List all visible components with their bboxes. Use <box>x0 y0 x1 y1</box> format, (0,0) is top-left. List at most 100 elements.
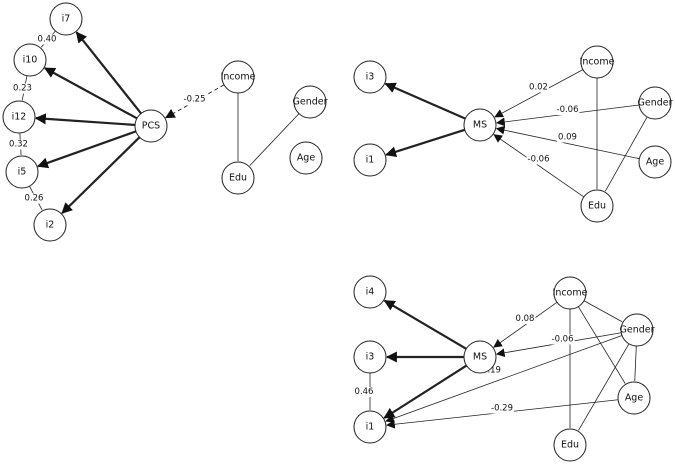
node-label: i5 <box>18 167 27 178</box>
edge-label-bg <box>353 387 375 397</box>
edge-pcs-pcs-to-i10 <box>43 67 138 120</box>
node-circle <box>580 45 614 79</box>
node-label: Edu <box>561 440 579 451</box>
node-circle <box>617 381 651 415</box>
node-ms-bottom-gender: Gender <box>619 313 655 347</box>
node-label: i12 <box>12 112 27 123</box>
edge-ms-top-gender-to-edu <box>604 116 648 192</box>
edge-label-pcs-i5-i2: 0.26 <box>25 194 44 204</box>
node-ms-top-edu: Edu <box>580 189 614 223</box>
node-ms-top-i3: i3 <box>353 60 387 94</box>
node-ms-bottom-i4: i4 <box>353 275 387 309</box>
node-pcs-age: Age <box>289 141 323 175</box>
node-pcs-i7: i7 <box>49 2 83 36</box>
node-circle <box>353 410 387 444</box>
node-ms-bottom-i1: i1 <box>353 410 387 444</box>
node-ms-top-i1: i1 <box>353 143 387 177</box>
node-pcs-income: Income <box>221 60 256 94</box>
edge-label-bg <box>528 82 549 93</box>
node-circle <box>221 60 255 94</box>
edge-pcs-pcs-to-i12 <box>34 113 136 127</box>
edge-label-ms-bottom-age-i1: -0.29 <box>491 404 513 414</box>
edge-label-pcs-i12-i5: 0.32 <box>9 140 28 150</box>
node-circle <box>33 208 67 242</box>
node-label: i1 <box>366 155 375 166</box>
edge-label-bg <box>36 34 58 45</box>
node-circle <box>580 189 614 223</box>
node-circle <box>463 108 497 142</box>
edge-ms-bottom-income-to-ms <box>493 301 558 348</box>
edge-label-bg <box>490 403 514 414</box>
node-pcs-i12: i12 <box>2 100 36 134</box>
node-circle <box>553 428 587 462</box>
edge-label-pcs-income-pcs: -0.25 <box>184 95 206 105</box>
node-label: PCS <box>142 121 160 132</box>
node-circle <box>638 145 672 179</box>
edge-label-bg <box>182 94 207 105</box>
node-label: Age <box>297 153 316 164</box>
node-circle <box>221 161 255 195</box>
node-ms-bottom-i3: i3 <box>353 340 387 374</box>
node-label: Edu <box>229 173 247 184</box>
edge-ms-top-edu-to-ms <box>493 134 585 198</box>
node-circle <box>49 2 83 36</box>
node-circle <box>463 340 497 374</box>
node-label: Gender <box>637 98 672 109</box>
node-ms-top-age: Age <box>638 145 672 179</box>
node-circle <box>620 313 654 347</box>
edge-label-bg <box>12 83 33 94</box>
edge-ms-bottom-income-to-age <box>577 306 626 384</box>
edge-label-bg <box>8 139 29 150</box>
node-ms-bottom-ms: MS <box>463 340 497 374</box>
node-ms-top-income: Income <box>580 45 615 79</box>
node-circle <box>293 85 327 119</box>
node-label: Gender <box>292 97 327 108</box>
node-pcs-edu: Edu <box>221 161 255 195</box>
node-circle <box>289 141 323 175</box>
edge-label-ms-bottom-gender-i1: 0.19 <box>482 366 501 376</box>
node-circle <box>353 60 387 94</box>
node-label: i3 <box>366 72 375 83</box>
edge-label-ms-bottom-gender-ms: -0.06 <box>552 335 574 345</box>
edge-label-ms-bottom-income-ms: 0.08 <box>516 314 535 324</box>
edge-label-bg <box>23 193 45 204</box>
edge-pcs-pcs-to-i2 <box>61 136 141 214</box>
node-label: MS <box>473 352 487 363</box>
node-label: Income <box>553 288 588 299</box>
edge-label-bg <box>550 334 575 345</box>
node-label: i1 <box>366 422 375 433</box>
edge-label-bg <box>557 132 578 143</box>
node-label: Income <box>221 72 256 83</box>
node-pcs-i10: i10 <box>13 43 47 77</box>
edge-ms-bottom-ms-to-i4 <box>383 299 467 350</box>
node-circle <box>553 276 587 310</box>
node-ms-top-gender: Gender <box>637 86 673 120</box>
edge-ms-bottom-gender-to-i1 <box>385 335 623 423</box>
node-circle <box>13 43 47 77</box>
node-pcs-gender: Gender <box>292 85 328 119</box>
edge-ms-top-age-to-ms <box>495 125 640 160</box>
edge-ms-bottom-gender-to-age <box>634 345 637 382</box>
node-circle <box>353 340 387 374</box>
node-circle <box>5 155 39 189</box>
node-pcs-i5: i5 <box>5 155 39 189</box>
node-pcs-i2: i2 <box>33 208 67 242</box>
node-label: i10 <box>23 55 38 66</box>
edge-label-bg <box>514 314 536 324</box>
node-ms-bottom-age: Age <box>617 381 651 415</box>
edge-pcs-pcs-to-i5 <box>36 130 137 169</box>
node-label: Income <box>580 57 615 68</box>
edge-pcs-pcs-to-i7 <box>75 31 142 115</box>
edge-label-ms-top-income-ms: 0.02 <box>529 83 548 93</box>
node-pcs-pcs: PCS <box>134 109 168 143</box>
node-label: i7 <box>62 14 71 25</box>
node-label: Age <box>646 157 665 168</box>
edge-label-pcs-i7-i10: 0.40 <box>38 35 57 45</box>
edge-ms-top-ms-to-i1 <box>385 128 466 158</box>
node-ms-bottom-income: Income <box>553 276 588 310</box>
node-ms-bottom-edu: Edu <box>553 428 587 462</box>
node-circle <box>134 109 168 143</box>
edge-ms-bottom-income-to-gender <box>583 300 623 323</box>
node-label: i2 <box>46 220 55 231</box>
node-label: Gender <box>619 325 654 336</box>
